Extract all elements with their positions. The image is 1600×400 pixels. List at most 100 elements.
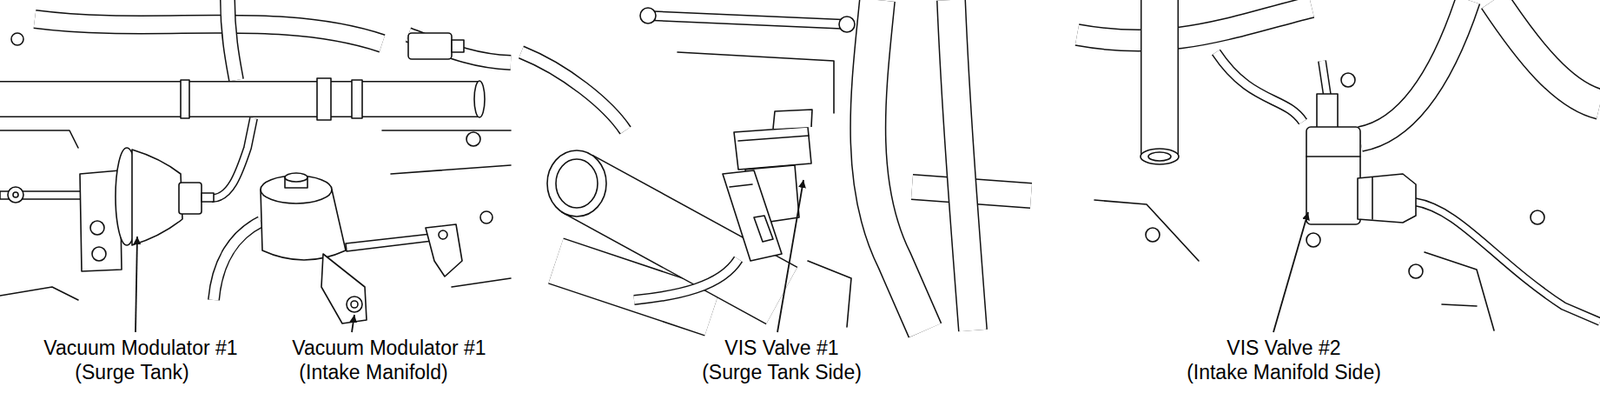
engine-edge [677,52,834,113]
pipe-end [474,80,485,118]
sensor [408,33,452,60]
wire [1414,201,1600,322]
bolt [480,211,493,224]
pipe [0,80,480,118]
rod-eye [7,186,24,203]
hose [227,0,237,80]
connector-latch [729,184,753,187]
hose [1077,6,1312,41]
engine-edge [451,277,511,287]
leader-lines [135,179,1309,332]
vacuum-hose [213,221,261,300]
part-label: (Surge Tank Side) [699,359,865,384]
hose [1360,0,1468,139]
nut [640,7,656,24]
wire [634,258,739,300]
connector [1357,173,1416,223]
hose [1216,52,1303,122]
leader-line [777,179,804,332]
engine-edge [1094,199,1199,261]
hose [951,0,973,331]
nut [1306,232,1321,247]
hose [867,0,926,331]
pipe [1142,0,1178,157]
engine-edge [0,130,79,148]
bolt [346,296,363,312]
actuator-rod [345,232,440,252]
engine-edge [1424,251,1495,331]
nipple [201,192,214,202]
hose [34,19,383,44]
part-label: VIS Valve #1 [721,335,841,360]
rod [647,15,847,25]
panel-surge-tank-modulators [0,0,511,324]
bolt [11,33,24,46]
valve-port [773,109,813,129]
coupling [351,79,363,119]
wire [634,258,739,300]
valve-seam [738,135,809,141]
lever [425,224,463,277]
hose [1216,52,1303,122]
engine-edge [1441,304,1477,306]
rod [647,15,847,25]
wire [1414,201,1600,322]
bolt [1530,210,1545,225]
hose [521,52,626,131]
valve-head [733,126,812,170]
vacuum-hose [1322,60,1328,96]
nipple [284,172,308,182]
pipe [0,82,480,117]
pipe-end [1140,148,1179,165]
engine-edge [390,165,511,174]
bolt [1408,264,1423,278]
engine-edge [382,129,511,132]
panel-vis-valve-2 [1077,0,1600,331]
part-label: (Intake Manifold) [296,359,450,384]
clamp [180,79,190,119]
hose [867,0,926,331]
modulator-housing [132,149,183,245]
sensor [451,39,464,53]
valve-port [1316,93,1338,129]
pipe-end [1148,152,1171,161]
bolt [92,246,106,261]
leader-line [135,236,138,332]
leader-line [1273,211,1309,332]
hose [1494,0,1600,105]
hose [1077,6,1312,41]
hose [951,0,973,331]
part-label: Vacuum Modulator #1 [289,335,489,360]
engine-edge [807,260,852,327]
valve-seam [1306,155,1361,158]
bolt [90,220,105,235]
pipe [1140,0,1179,157]
panel-vis-valve-1 [521,0,1032,331]
part-label: (Intake Manifold Side) [1183,359,1384,384]
connector [722,170,782,261]
valve-body [1306,126,1361,225]
coupling [317,78,331,120]
connector-clip [753,215,774,242]
bolt [1145,227,1160,242]
vacuum-hose [211,118,254,199]
tube-end [555,158,598,208]
hose [34,19,383,44]
hose [1494,0,1600,105]
bolt [1341,72,1356,87]
connector-latch [1371,177,1374,219]
part-label: Vacuum Modulator #1 [40,335,240,360]
pivot [438,230,448,239]
leader-line [351,314,355,332]
nut [839,16,855,33]
engine-edge [0,286,79,300]
tube-end [547,150,607,217]
hose [1360,0,1468,139]
hose [521,52,626,131]
part-label: (Surge Tank) [72,359,192,384]
modulator-housing [178,182,202,214]
hose [227,0,237,80]
vacuum-hose [213,221,261,300]
rod-eye [13,191,19,198]
